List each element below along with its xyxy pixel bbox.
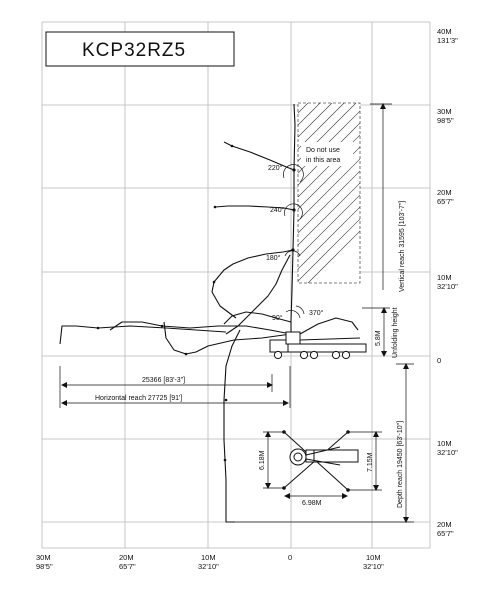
title-box: KCP32RZ5 bbox=[45, 31, 235, 67]
x-label-20m-left: 20M bbox=[119, 553, 134, 562]
vertical-reach-dimension: Vertical reach 31595 [103'-7"] bbox=[370, 103, 406, 292]
arc-370 bbox=[295, 305, 305, 315]
joint-dot bbox=[213, 205, 217, 209]
outrigger-rear-label: 7.15M bbox=[367, 452, 374, 472]
restricted-zone-line1: Do not use bbox=[306, 147, 340, 154]
truck-wheel bbox=[331, 350, 341, 360]
joint-dot bbox=[224, 398, 228, 402]
joint-dot bbox=[223, 458, 227, 462]
joint-dot bbox=[96, 326, 100, 330]
joint-dot bbox=[292, 168, 296, 172]
x-axis-labels: 30M 98'5" 20M 65'7" 10M 32'10" 0 10M 32'… bbox=[36, 553, 384, 571]
y-label-10m-down: 10M bbox=[437, 439, 452, 448]
x-label-10m-left: 10M bbox=[201, 553, 216, 562]
y-label-10m-ft: 32'10" bbox=[437, 282, 458, 291]
x-label-zero: 0 bbox=[288, 553, 292, 562]
truck-cab bbox=[269, 339, 289, 353]
boom-fold-220 bbox=[223, 141, 295, 171]
arc-220 bbox=[283, 164, 304, 183]
truck-chassis bbox=[287, 343, 367, 353]
y-label-10m-down-ft: 32'10" bbox=[437, 448, 458, 457]
outrigger-width-label: 6.98M bbox=[302, 500, 322, 507]
depth-reach-label: Depth reach 19450 [63'-10"] bbox=[397, 421, 404, 508]
outrigger-top-view: 6.18M 7.15M 6.98M bbox=[259, 430, 382, 507]
title-frame bbox=[45, 31, 235, 67]
truck-wheel bbox=[309, 350, 319, 360]
angle-90: 90° bbox=[272, 314, 283, 322]
boom-horizontal-upper bbox=[109, 321, 292, 335]
y-label-40m: 40M bbox=[437, 27, 452, 36]
joint-dot bbox=[212, 280, 216, 284]
y-label-30m-ft: 98'5" bbox=[437, 116, 454, 125]
unfolding-height-dimension: 5.8M Unfolding height bbox=[362, 307, 399, 358]
joint-dot bbox=[292, 208, 296, 212]
y-label-20m-down-ft: 65'7" bbox=[437, 529, 454, 538]
boom-max-horizontal bbox=[59, 325, 227, 345]
x-label-20m-left-ft: 65'7" bbox=[119, 562, 136, 571]
horizontal-reach-label: Horizontal reach 27725 [91'] bbox=[95, 395, 182, 402]
y-label-40m-ft: 131'3" bbox=[437, 36, 458, 45]
arc-180 bbox=[284, 250, 301, 257]
turret-inner bbox=[293, 452, 303, 462]
folded-boom-top-2 bbox=[305, 458, 341, 466]
boom-arc-mid bbox=[225, 254, 291, 335]
angle-labels: 220° 240° 180° 90° 370° bbox=[266, 164, 324, 322]
truck-wheel bbox=[341, 350, 351, 360]
unfolding-height-label: Unfolding height bbox=[392, 307, 399, 358]
model-title: KCP32RZ5 bbox=[82, 40, 186, 61]
y-axis-labels: 40M 131'3" 30M 98'5" 20M 65'7" 10M 32'10… bbox=[437, 27, 458, 538]
y-label-20m-ft: 65'7" bbox=[437, 197, 454, 206]
angle-220: 220° bbox=[268, 164, 283, 172]
angle-240: 240° bbox=[270, 206, 285, 214]
x-label-10m-right-ft: 32'10" bbox=[363, 562, 384, 571]
x-label-30m-left-ft: 98'5" bbox=[36, 562, 53, 571]
vertical-reach-label: Vertical reach 31595 [103'-7"] bbox=[399, 201, 406, 292]
unfolding-height-value: 5.8M bbox=[375, 330, 382, 346]
truck-wheel bbox=[299, 350, 309, 360]
angle-180: 180° bbox=[266, 254, 281, 262]
y-label-zero: 0 bbox=[437, 356, 441, 365]
boom-positions bbox=[59, 103, 359, 523]
frame bbox=[41, 21, 431, 549]
restricted-zone-label-bg bbox=[301, 142, 353, 166]
arc-240 bbox=[284, 203, 303, 220]
boom-fold-90 bbox=[223, 311, 292, 325]
y-label-10m: 10M bbox=[437, 273, 452, 282]
folded-boom-top bbox=[305, 446, 341, 456]
reach-25366-label: 25366 [83'-3"] bbox=[142, 377, 185, 384]
boom-fold-180 bbox=[211, 249, 294, 319]
truck-folded-boom bbox=[299, 337, 361, 341]
rotation-arcs bbox=[283, 164, 305, 319]
boom-vertical-position bbox=[290, 103, 296, 334]
depth-reach-dimension: Depth reach 19450 [63'-10"] bbox=[234, 363, 414, 523]
restricted-zone: Do not use in this area bbox=[297, 102, 361, 284]
outrigger-front-label: 6.18M bbox=[259, 450, 266, 470]
y-label-20m-down: 20M bbox=[437, 520, 452, 529]
boom-horizontal-lower bbox=[163, 321, 292, 355]
truck-wheel bbox=[273, 350, 283, 360]
restricted-zone-line2: in this area bbox=[306, 157, 340, 164]
x-label-30m-left: 30M bbox=[36, 553, 51, 562]
x-label-10m-left-ft: 32'10" bbox=[198, 562, 219, 571]
boom-forward-370 bbox=[299, 317, 359, 335]
y-label-30m: 30M bbox=[437, 107, 452, 116]
angle-370: 370° bbox=[309, 309, 324, 317]
boom-depth-position bbox=[223, 329, 241, 523]
truck-side-view bbox=[269, 331, 367, 360]
joint-dot bbox=[160, 324, 164, 328]
y-label-20m: 20M bbox=[437, 188, 452, 197]
truck-turret bbox=[285, 331, 301, 345]
joint-dot bbox=[184, 352, 188, 356]
joint-dot bbox=[230, 144, 234, 148]
x-label-10m-right: 10M bbox=[366, 553, 381, 562]
arc-90 bbox=[285, 310, 301, 319]
horizontal-dimensions: 25366 [83'-3"] Horizontal reach 27725 [9… bbox=[59, 366, 291, 408]
